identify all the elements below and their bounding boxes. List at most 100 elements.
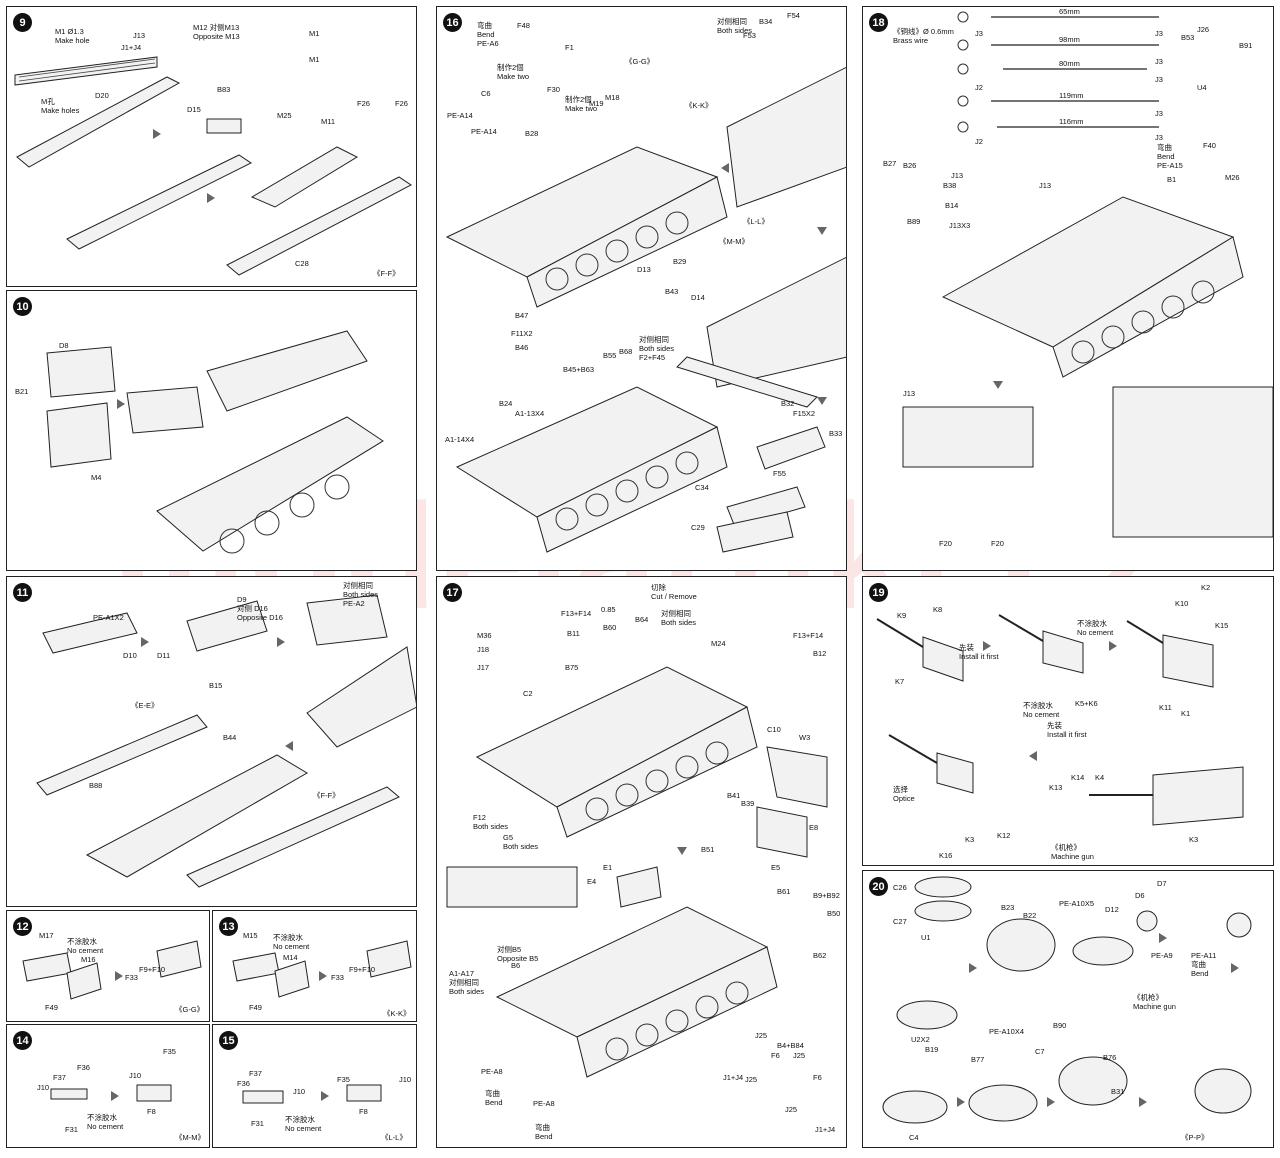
label: B61 (777, 887, 791, 896)
label: U2X2 (911, 1035, 930, 1044)
label: K7 (895, 677, 905, 686)
label: PE-A14 (447, 111, 473, 120)
label: K12 (997, 831, 1011, 840)
label: F31 (251, 1119, 264, 1128)
label: F20 (939, 539, 952, 548)
label: PE-A9 (1151, 951, 1173, 960)
label: F36 (77, 1063, 90, 1072)
label: B34 (759, 17, 773, 26)
label: 《P-P》 (1181, 1133, 1209, 1142)
label: C28 (295, 259, 309, 268)
step-18-drawing (902, 11, 1273, 538)
label: 《K-K》 (383, 1009, 411, 1018)
label: K16 (939, 851, 953, 860)
arrow-icon (277, 637, 285, 647)
label: J1+J4 (815, 1125, 836, 1134)
label: M36 (477, 631, 492, 640)
arrow-icon (111, 1091, 119, 1101)
label: D14 (691, 293, 705, 302)
label: F13+F14 (561, 609, 592, 618)
label: 对侧相同 Both sides F2+F45 (639, 335, 675, 362)
label: M4 (91, 473, 102, 482)
label: D13 (637, 265, 651, 274)
arrow-icon (207, 193, 215, 203)
label: M26 (1225, 173, 1240, 182)
label: D15 (187, 105, 201, 114)
label: C4 (909, 1133, 919, 1142)
arrow-icon (817, 397, 827, 405)
label: 《M-M》 (719, 237, 749, 246)
label: 《E-E》 (131, 701, 159, 710)
label: 切除 Cut / Remove (651, 583, 697, 601)
label: B68 (619, 347, 633, 356)
label: D20 (95, 91, 109, 100)
label: B88 (89, 781, 103, 790)
label: 119mm (1059, 91, 1084, 100)
arrow-icon (957, 1097, 965, 1107)
label: 对侧相同 Both sides (717, 17, 753, 35)
arrow-icon (993, 381, 1003, 389)
label: B41 (727, 791, 741, 800)
label: J2 (975, 137, 983, 146)
arrow-icon (285, 741, 293, 751)
step-9-panel: 9 M1 Ø1.3 Make hole J13 J1+J4 M12 对侧M13 … (6, 6, 417, 287)
label: 98mm (1059, 35, 1080, 44)
label: F48 (517, 21, 530, 30)
label: M25 (277, 111, 292, 120)
step-14-drawing (50, 1084, 172, 1102)
label: M19 (589, 99, 604, 108)
label: B32 (781, 399, 795, 408)
label: B60 (603, 623, 617, 632)
label: F20 (991, 539, 1004, 548)
step-11-drawing (36, 594, 416, 888)
label: 《铜线》Ø 0.6mm Brass wire (893, 27, 954, 45)
label: D6 (1135, 891, 1145, 900)
label: 80mm (1059, 59, 1080, 68)
label: PE-A14 (471, 127, 497, 136)
label: 不涂胶水 No cement (87, 1113, 124, 1131)
label: 《G-G》 (175, 1005, 205, 1014)
label: E8 (809, 823, 819, 832)
label: U1 (921, 933, 931, 942)
label: B43 (665, 287, 679, 296)
label: F30 (547, 85, 560, 94)
label: J25 (785, 1105, 798, 1114)
label: K15 (1215, 621, 1229, 630)
arrow-icon (1029, 751, 1037, 761)
label: B50 (827, 909, 841, 918)
arrow-icon (969, 963, 977, 973)
label: C27 (893, 917, 907, 926)
step-11-number: 11 (13, 583, 32, 602)
label: B28 (525, 129, 539, 138)
label: 不涂胶水 No cement (1077, 619, 1114, 637)
label: B46 (515, 343, 529, 352)
label: 弯曲 Bend (485, 1089, 503, 1107)
label: 65mm (1059, 7, 1080, 16)
step-9-drawing (14, 56, 412, 276)
label: 《G-G》 (625, 57, 655, 66)
arrow-icon (817, 227, 827, 235)
label: E5 (771, 863, 781, 872)
label: B24 (499, 399, 513, 408)
label: K5+K6 (1075, 699, 1098, 708)
label: C6 (481, 89, 491, 98)
label: 0.85 (601, 605, 616, 614)
label: M11 (321, 117, 336, 126)
label: W3 (799, 733, 811, 742)
label: F26 (357, 99, 370, 108)
label: F15X2 (793, 409, 816, 418)
label: F49 (249, 1003, 262, 1012)
arrow-icon (983, 641, 991, 651)
label: B22 (1023, 911, 1037, 920)
step-13-drawing (232, 940, 412, 998)
label: 《M-M》 (175, 1133, 205, 1142)
label: B26 (903, 161, 917, 170)
label: K9 (897, 611, 907, 620)
label: J25 (745, 1075, 758, 1084)
step-13-panel: 13 M15 不涂胶水 No cement M14 F33 F9+F10 F49… (212, 910, 417, 1022)
label: F35 (337, 1075, 350, 1084)
label: 弯曲 Bend PE-A6 (477, 21, 499, 48)
label: A1-14X4 (445, 435, 475, 444)
label: J26 (1197, 25, 1210, 34)
label: K13 (1049, 783, 1063, 792)
